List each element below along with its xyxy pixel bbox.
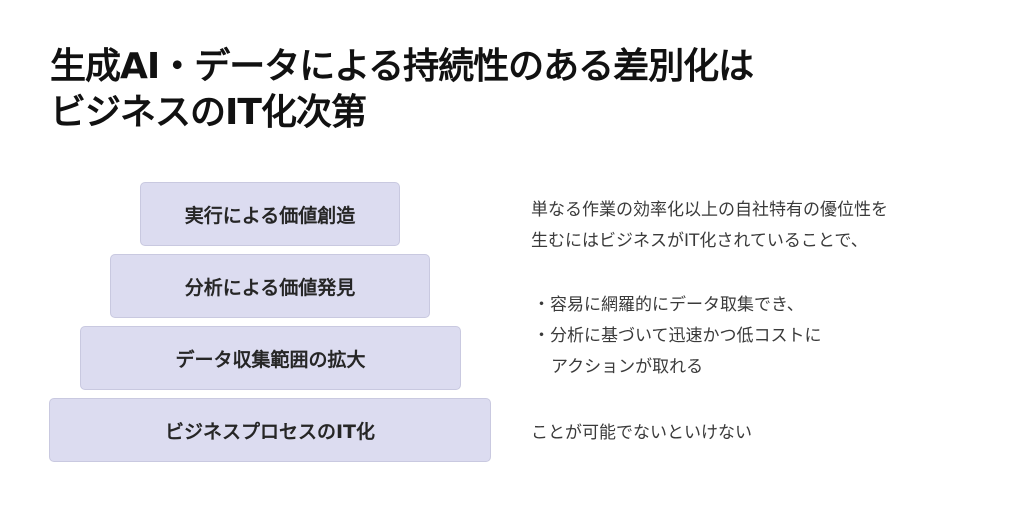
pyramid-level-it-process: ビジネスプロセスのIT化 [49,398,491,462]
bullet-item: ・分析に基づいて迅速かつ低コストに [533,326,822,346]
slide-title-line-1: 生成AI・データによる持続性のある差別化は [50,46,754,87]
bullet-item-continuation: アクションが取れる [551,357,704,377]
pyramid-level-label: 実行による価値創造 [184,204,356,227]
description-intro: 単なる作業の効率化以上の自社特有の優位性を 生むにはビジネスがIT化されているこ… [531,195,888,257]
pyramid-level-execution: 実行による価値創造 [140,182,400,246]
slide-title: 生成AI・データによる持続性のある差別化は ビジネスのIT化次第 [50,44,754,136]
bullet-item: ・容易に網羅的にデータ取集でき、 [533,295,804,315]
pyramid-level-label: ビジネスプロセスのIT化 [164,420,376,443]
description-intro-line: 単なる作業の効率化以上の自社特有の優位性を [531,200,888,220]
pyramid-level-data-collection: データ収集範囲の拡大 [80,326,461,390]
description-conclusion: ことが可能でないといけない [531,418,752,449]
pyramid-level-analysis: 分析による価値発見 [110,254,430,318]
description-intro-line: 生むにはビジネスがIT化されていることで、 [531,231,868,251]
conclusion-text: ことが可能でないといけない [531,423,752,443]
description-bullets: ・容易に網羅的にデータ取集でき、 ・分析に基づいて迅速かつ低コストに アクション… [533,290,822,383]
pyramid-level-label: 分析による価値発見 [184,276,356,299]
slide-title-line-2: ビジネスのIT化次第 [50,92,367,133]
pyramid-level-label: データ収集範囲の拡大 [175,348,366,371]
